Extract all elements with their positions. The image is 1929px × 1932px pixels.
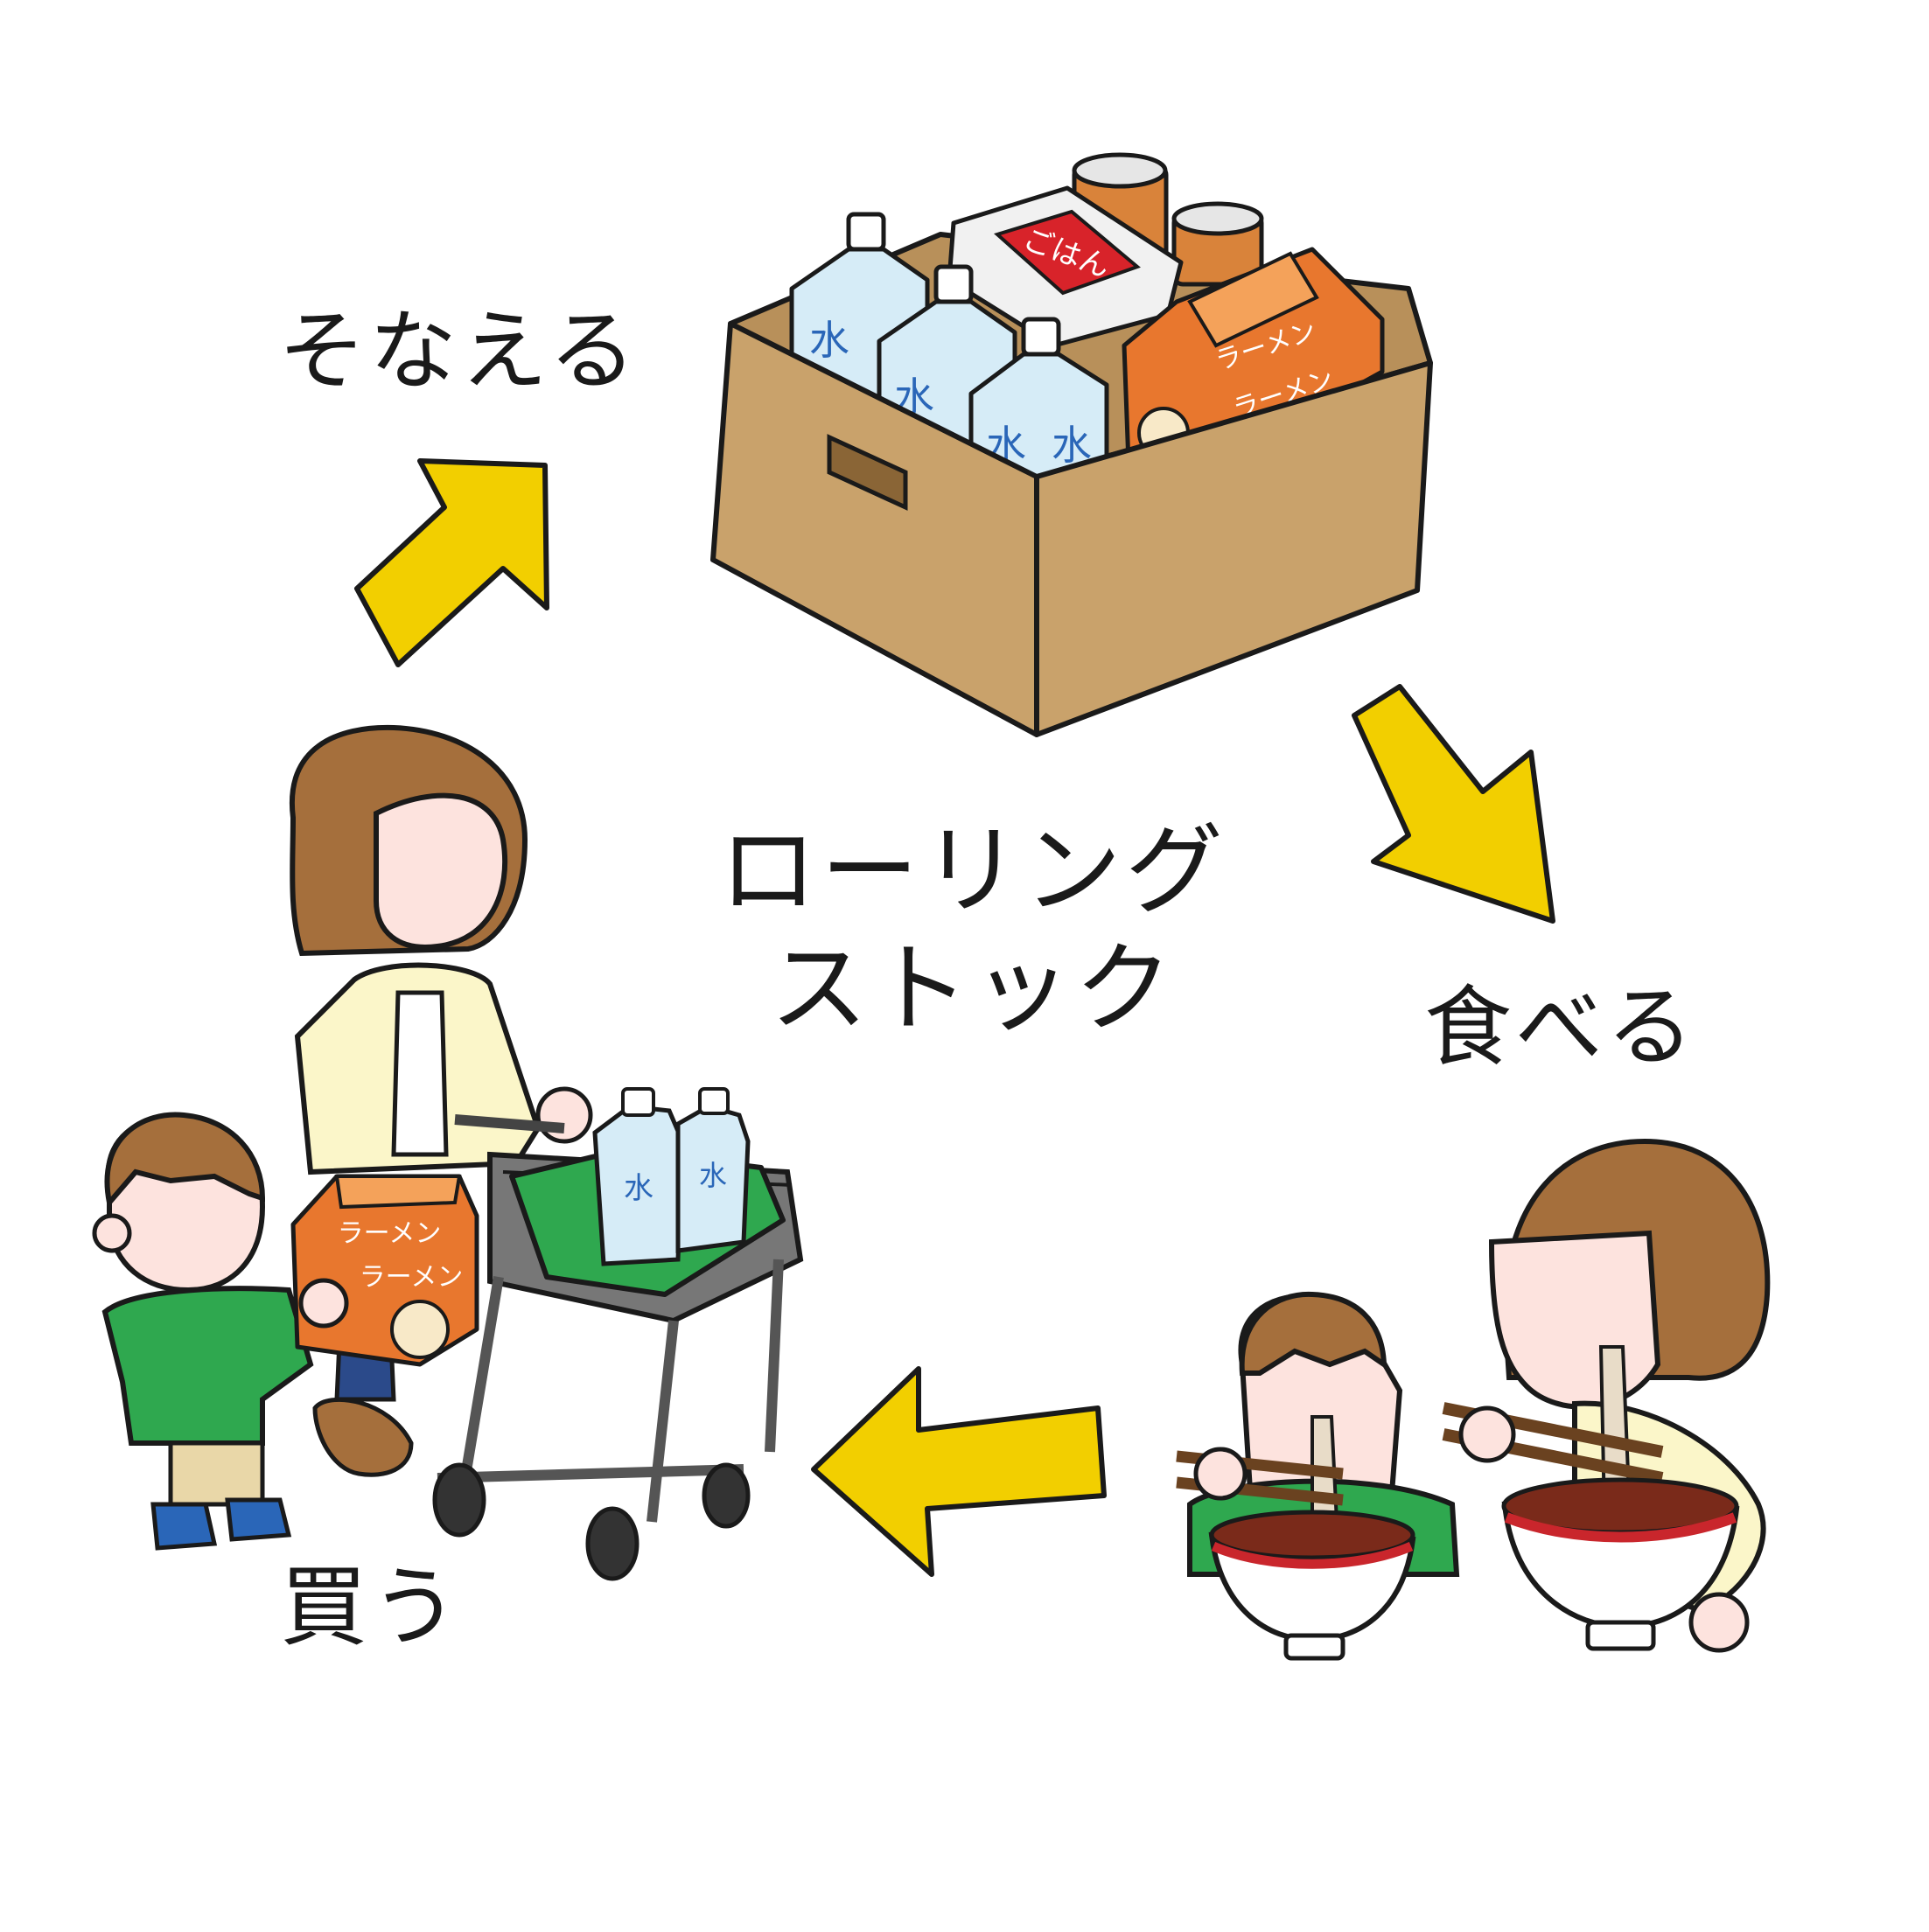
cart-water-bottles: 水 水 bbox=[592, 1087, 751, 1266]
cycle-title-line1: ローリング bbox=[719, 814, 1227, 928]
step-label-buy: 買う bbox=[280, 1556, 462, 1658]
cart-water-label-1: 水 bbox=[624, 1171, 653, 1206]
mother-shopping bbox=[289, 724, 593, 1477]
arrow-stock-to-eat bbox=[1352, 684, 1555, 924]
step-label-eat: 食べる bbox=[1424, 976, 1697, 1078]
ramen-box-cart: ラーメン ラーメン bbox=[290, 1174, 479, 1367]
boy-with-ramen: ラーメン ラーメン bbox=[92, 1112, 479, 1551]
eating-scene bbox=[1176, 1138, 1771, 1661]
step-label-stock: そなえる bbox=[278, 300, 640, 402]
ramen-label-cart-1: ラーメン bbox=[338, 1218, 442, 1249]
arrow-eat-to-buy bbox=[811, 1366, 1107, 1577]
stock-box: ごはん 水 水 水 水 ラーメン bbox=[710, 152, 1433, 737]
water-label-1: 水 bbox=[809, 317, 849, 364]
cart-wheels bbox=[432, 1462, 751, 1581]
cart-water-label-2: 水 bbox=[699, 1159, 727, 1192]
shopping-scene: 水 水 ラーメン ラーメン bbox=[92, 724, 804, 1581]
ramen-box-stock: ラーメン ラーメン bbox=[1122, 247, 1385, 466]
ramen-label-cart-2: ラーメン bbox=[360, 1262, 464, 1293]
mother-eating bbox=[1442, 1138, 1771, 1653]
boy-eating bbox=[1176, 1291, 1460, 1661]
cycle-title-line2: ストック bbox=[770, 932, 1176, 1046]
arrow-buy-to-stock bbox=[354, 458, 549, 667]
